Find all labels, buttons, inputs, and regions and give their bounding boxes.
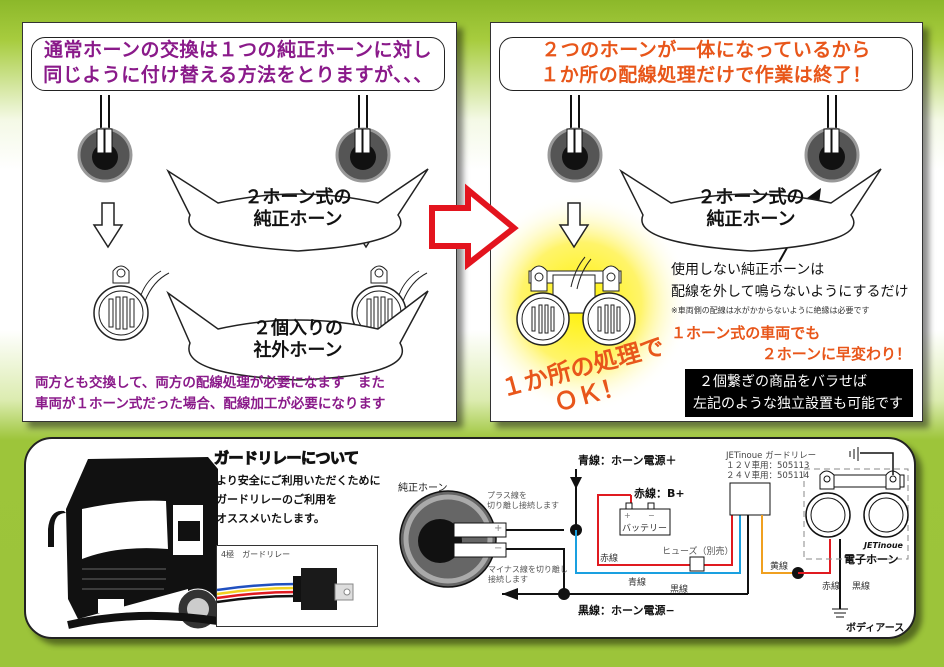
brand-logo: JETinoue bbox=[864, 541, 903, 550]
bubble-aftermarket-horn: ２個入りの 社外ホーン bbox=[188, 318, 408, 362]
black-label: 黒線 bbox=[670, 585, 689, 595]
stock-horn-icon bbox=[77, 95, 133, 183]
note-line: マイナス線を切り離し bbox=[488, 565, 568, 574]
red-label-2: 赤線 bbox=[822, 582, 841, 592]
footer-line: 車両が１ホーン式だった場合、配線加工が必要になります bbox=[35, 396, 386, 412]
note-line: 切り離し接続します bbox=[487, 501, 559, 510]
relay-photo-caption: 4極 ガードリレー bbox=[221, 550, 291, 559]
truck-icon bbox=[48, 457, 219, 630]
speech-bubble bbox=[166, 168, 429, 252]
aftermarket-horn-icon bbox=[93, 265, 170, 341]
minus-note: マイナス線を切り離し 接続します bbox=[488, 565, 568, 585]
relay-name: JETinoue ガードリレー bbox=[726, 451, 817, 461]
relay-text-line: より安全にご利用いただくために bbox=[216, 474, 381, 487]
speech-bubble bbox=[166, 290, 429, 381]
yellow-label: 黄線 bbox=[770, 562, 789, 572]
note-line: 配線を外して鳴らないようにするだけ bbox=[671, 284, 909, 300]
highlight-text: １ホーン式の車両でも ２ホーンに早変わり！ bbox=[671, 323, 911, 365]
right-panel: ２つのホーンが一体になっているから １か所の配線処理だけで作業は終了！ ２ホーン… bbox=[490, 22, 923, 422]
note-main: 使用しない純正ホーンは 配線を外して鳴らないようにするだけ bbox=[671, 259, 908, 303]
bottom-panel: ガードリレーについて より安全にご利用いただくために ガードリレーのご利用を オ… bbox=[24, 437, 916, 639]
black-wire-label: 黒線：ホーン電源− bbox=[578, 604, 675, 617]
speech-bubble bbox=[619, 168, 882, 252]
battery-label: バッテリー bbox=[622, 524, 668, 534]
stock-horn-icon bbox=[804, 95, 860, 183]
down-arrow-icon bbox=[92, 202, 124, 249]
highlight-line: １ホーン式の車両でも bbox=[671, 324, 821, 342]
stock-horn-icon bbox=[335, 95, 391, 183]
right-headline-line1: ２つのホーンが一体になっているから bbox=[541, 39, 871, 61]
bubble-line: 社外ホーン bbox=[253, 340, 343, 361]
bubble-line: 純正ホーン bbox=[253, 209, 343, 230]
red-label: 赤線 bbox=[600, 554, 619, 564]
red-arrow-icon bbox=[429, 183, 519, 271]
relay-text-line: オススメいたします。 bbox=[216, 512, 325, 525]
electronic-horn-label: 電子ホーン bbox=[844, 553, 899, 566]
bubble-line: 純正ホーン bbox=[706, 209, 796, 230]
bubble-stock-horn: ２ホーン式の 純正ホーン bbox=[188, 187, 408, 231]
bubble-line: ２個入りの bbox=[253, 318, 343, 339]
twin-horn-icon bbox=[516, 256, 636, 346]
right-headline-line2: １か所の配線処理だけで作業は終了！ bbox=[540, 64, 872, 86]
left-panel: 通常ホーンの交換は１つの純正ホーンに対し 同じように付け替える方法をとりますが、… bbox=[22, 22, 457, 422]
plus-note: プラス線を 切り離し接続します bbox=[487, 491, 559, 511]
black-label-2: 黒線 bbox=[852, 582, 871, 592]
relay-text-line: ガードリレーのご利用を bbox=[216, 493, 337, 506]
relay-12v: １２Ｖ車用：505113 bbox=[726, 461, 810, 471]
body-earth-label: ボディアース bbox=[846, 623, 905, 634]
battery-plus: + bbox=[624, 511, 631, 520]
relay-24v: ２４Ｖ車用：505114 bbox=[726, 471, 810, 481]
blue-wire-label: 青線：ホーン電源＋ bbox=[578, 454, 677, 467]
bubble-line: ２ホーン式の bbox=[244, 187, 352, 208]
blue-label: 青線 bbox=[628, 578, 647, 588]
fuse-label: ヒューズ（別売） bbox=[662, 547, 734, 557]
down-arrow-icon bbox=[558, 202, 590, 249]
note-line: 使用しない純正ホーンは bbox=[671, 262, 825, 278]
left-headline: 通常ホーンの交換は１つの純正ホーンに対し 同じように付け替える方法をとりますが、… bbox=[31, 37, 445, 91]
minus-sign: − bbox=[494, 543, 503, 554]
bubble-stock-horn: ２ホーン式の 純正ホーン bbox=[641, 187, 861, 231]
right-headline: ２つのホーンが一体になっているから １か所の配線処理だけで作業は終了！ bbox=[499, 37, 913, 91]
left-headline-line2: 同じように付け替える方法をとりますが、、、 bbox=[43, 64, 433, 86]
relay-spec: JETinoue ガードリレー １２Ｖ車用：505113 ２４Ｖ車用：50511… bbox=[726, 451, 816, 481]
stock-horn-label: 純正ホーン bbox=[398, 483, 448, 494]
stock-horn-icon bbox=[547, 95, 603, 183]
relay-photo-icon bbox=[216, 568, 354, 610]
info-line: 左記のような独立設置も可能です bbox=[693, 396, 903, 412]
left-footer: 両方とも交換して、両方の配線処理が必要になます また 車両が１ホーン式だった場合… bbox=[35, 373, 455, 415]
black-info-box: ２個繋ぎの商品をバラせば 左記のような独立設置も可能です bbox=[685, 369, 913, 417]
note-line: 接続します bbox=[488, 575, 528, 584]
battery-minus: − bbox=[648, 511, 655, 520]
footer-line: 両方とも交換して、両方の配線処理が必要になます また bbox=[35, 375, 385, 391]
red-wire-b-plus: 赤線：B+ bbox=[634, 487, 685, 500]
relay-photo: 4極 ガードリレー bbox=[216, 545, 378, 627]
highlight-line: ２ホーンに早変わり！ bbox=[761, 345, 911, 363]
relay-title: ガードリレーについて bbox=[214, 449, 360, 468]
note-line: プラス線を bbox=[487, 491, 527, 500]
info-line: ２個繋ぎの商品をバラせば bbox=[699, 374, 867, 390]
wiring-diagram bbox=[399, 447, 909, 618]
left-headline-line1: 通常ホーンの交換は１つの純正ホーンに対し bbox=[43, 39, 433, 61]
plus-sign: + bbox=[494, 523, 503, 534]
relay-text: より安全にご利用いただくために ガードリレーのご利用を オススメいたします。 bbox=[216, 471, 381, 528]
bubble-line: ２ホーン式の bbox=[697, 187, 805, 208]
note-small: ※車両側の配線は水がかからないように絶縁は必要です bbox=[671, 306, 870, 315]
